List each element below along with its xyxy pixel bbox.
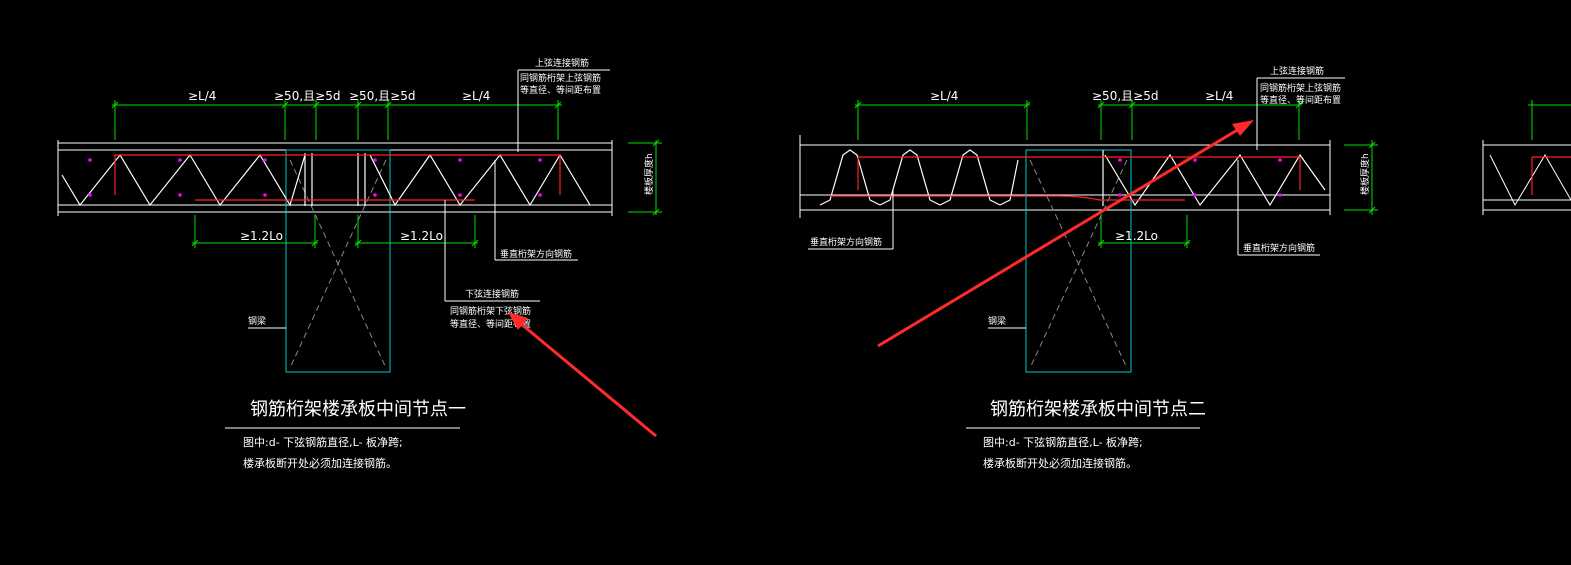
detail1-dim-50-right: ≥50,且≥5d [349, 89, 415, 103]
detail2-dim-50-right: ≥50,且≥5d [1092, 89, 1158, 103]
detail1-red-arrow [508, 312, 657, 438]
detail1-perp-label: 垂直桁架方向钢筋 [500, 248, 572, 260]
detail-one: ≥L/4 ≥50,且≥5d ≥50,且≥5d ≥L/4 [57, 57, 662, 470]
detail2-beam-label: 钢梁 [988, 315, 1006, 327]
detail2-red-arrow [877, 120, 1254, 348]
detail2-top-conn-leader [1256, 77, 1345, 150]
detail2-perp-label-right: 垂直桁架方向钢筋 [1243, 242, 1315, 254]
detail2-steel-beam [1025, 149, 1132, 373]
detail2-top-conn-line1: 同钢筋桁架上弦钢筋 [1260, 82, 1341, 94]
detail-two: ≥L/4 ≥50,且≥5d ≥L/4 [799, 65, 1378, 470]
detail1-thickness-dim [628, 139, 662, 216]
detail1-top-conn-line1: 同钢筋桁架上弦钢筋 [520, 72, 601, 84]
detail1-title: 钢筋桁架楼承板中间节点一 [250, 399, 466, 420]
detail1-slab [57, 140, 613, 216]
detail1-thickness-label: 楼板厚度h [643, 153, 655, 195]
detail2-thickness-dim [1344, 140, 1378, 215]
detail2-bottom-dim [1097, 215, 1191, 248]
detail2-perp-label-left: 垂直桁架方向钢筋 [810, 236, 882, 248]
detail1-bot-conn-line2: 等直径、等间距布置 [450, 318, 531, 330]
detail2-dim-l4-left: ≥L/4 [930, 89, 958, 103]
detail1-dim-12lo-right: ≥1.2Lo [400, 229, 443, 243]
detail2-top-conn-title: 上弦连接钢筋 [1270, 65, 1324, 77]
detail2-beam-diagonals [1029, 159, 1128, 369]
detail1-truss [61, 153, 591, 207]
detail1-top-conn-leader [517, 69, 610, 152]
detail1-bot-conn-leader [444, 200, 540, 302]
detail1-dim-12lo-left: ≥1.2Lo [240, 229, 283, 243]
detail1-note-line2: 楼承板断开处必须加连接钢筋。 [243, 456, 397, 470]
detail1-dots [88, 158, 542, 197]
detail2-slab [799, 135, 1331, 218]
detail1-dim-l4-left: ≥L/4 [188, 89, 216, 103]
detail-three-partial [1482, 100, 1571, 215]
detail2-dim-l4-right: ≥L/4 [1205, 89, 1233, 103]
detail1-perp-leader [494, 160, 578, 261]
detail2-note-line2: 楼承板断开处必须加连接钢筋。 [983, 456, 1137, 470]
detail2-dots [1118, 158, 1282, 197]
detail1-beam-diagonals [289, 159, 387, 369]
detail1-dim-50-left: ≥50,且≥5d [274, 89, 340, 103]
detail1-rebars [114, 154, 561, 201]
detail1-bottom-dims [191, 215, 479, 248]
detail1-top-conn-line2: 等直径、等间距布置 [520, 84, 601, 96]
detail1-beam-label: 钢梁 [248, 315, 266, 327]
detail1-top-conn-title: 上弦连接钢筋 [535, 57, 589, 69]
detail2-truss [1102, 150, 1326, 207]
detail2-dim-12lo: ≥1.2Lo [1115, 229, 1158, 243]
detail2-perp-leaders [808, 160, 1320, 256]
detail1-bot-conn-title: 下弦连接钢筋 [465, 288, 519, 300]
detail1-bot-conn-line1: 同钢筋桁架下弦钢筋 [450, 305, 531, 317]
detail2-top-dimension [854, 100, 1303, 140]
detail2-top-conn-line2: 等直径、等间距布置 [1260, 94, 1341, 106]
detail1-steel-beam [285, 149, 391, 373]
detail2-rebars [830, 156, 1301, 201]
detail2-note-line1: 图中:d- 下弦钢筋直径,L- 板净跨; [983, 435, 1143, 449]
detail1-dim-l4-right: ≥L/4 [462, 89, 490, 103]
detail1-top-dimension [111, 100, 562, 140]
detail2-thickness-label: 楼板厚度h [1359, 153, 1371, 195]
detail2-deck-ribs [819, 149, 1019, 206]
detail2-title: 钢筋桁架楼承板中间节点二 [990, 399, 1206, 420]
detail1-note-line1: 图中:d- 下弦钢筋直径,L- 板净跨; [243, 435, 403, 449]
